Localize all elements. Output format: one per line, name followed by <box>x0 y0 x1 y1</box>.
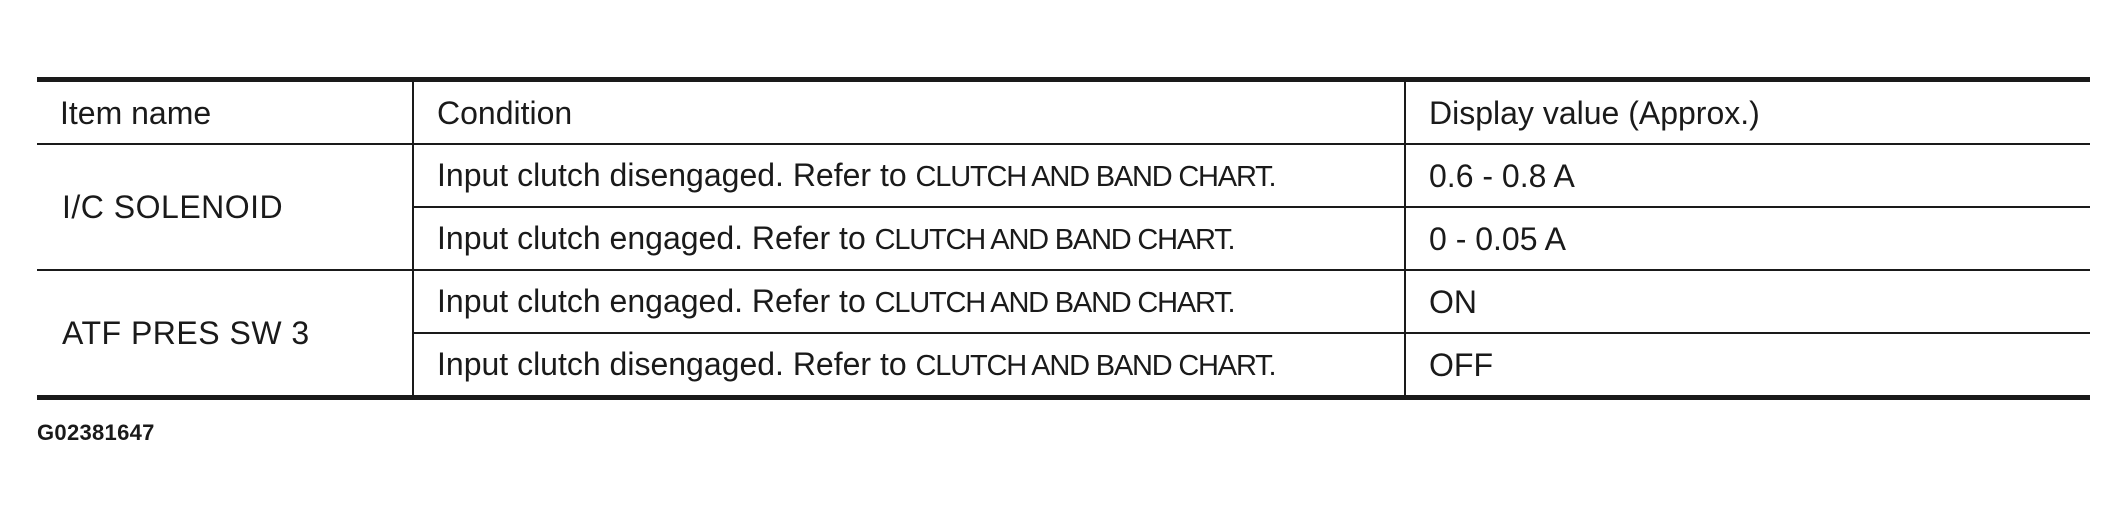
header-condition: Condition <box>412 79 1405 145</box>
table-row: ATF PRES SW 3 Input clutch engaged. Refe… <box>37 270 2090 399</box>
figure-id: G02381647 <box>37 420 155 445</box>
header-display-value: Display value (Approx.) <box>1404 79 2090 145</box>
condition-text: Input clutch disengaged. Refer to <box>437 157 907 193</box>
display-value-cell: ON <box>1404 270 2090 334</box>
condition-cell: Input clutch disengaged. Refer to CLUTCH… <box>412 333 1405 398</box>
display-value-cell: 0.6 - 0.8 A <box>1404 144 2090 208</box>
item-name-cell: ATF PRES SW 3 <box>37 270 413 399</box>
table-row: I/C SOLENOID Input clutch disengaged. Re… <box>37 144 2090 271</box>
condition-cell: Input clutch engaged. Refer to CLUTCH AN… <box>412 207 1405 271</box>
header-item-name: Item name <box>37 79 413 145</box>
condition-cell: Input clutch disengaged. Refer to CLUTCH… <box>412 144 1405 208</box>
condition-text: Input clutch engaged. Refer to <box>437 283 866 319</box>
chart-reference: CLUTCH AND BAND CHART. <box>915 350 1277 382</box>
condition-text: Input clutch engaged. Refer to <box>437 220 866 256</box>
table-row: Input clutch engaged. Refer to CLUTCH AN… <box>37 207 2090 271</box>
display-value-cell: 0 - 0.05 A <box>1404 207 2090 271</box>
header-row: Item name Condition Display value (Appro… <box>37 79 2090 145</box>
condition-text: Input clutch disengaged. Refer to <box>437 346 907 382</box>
display-value-cell: OFF <box>1404 333 2090 398</box>
condition-cell: Input clutch engaged. Refer to CLUTCH AN… <box>412 270 1405 334</box>
chart-reference: CLUTCH AND BAND CHART. <box>915 161 1277 193</box>
item-name-cell: I/C SOLENOID <box>37 144 413 271</box>
specification-table: Item name Condition Display value (Appro… <box>37 77 2090 400</box>
table-row: Input clutch disengaged. Refer to CLUTCH… <box>37 333 2090 398</box>
chart-reference: CLUTCH AND BAND CHART. <box>874 287 1236 319</box>
chart-reference: CLUTCH AND BAND CHART. <box>874 224 1236 256</box>
